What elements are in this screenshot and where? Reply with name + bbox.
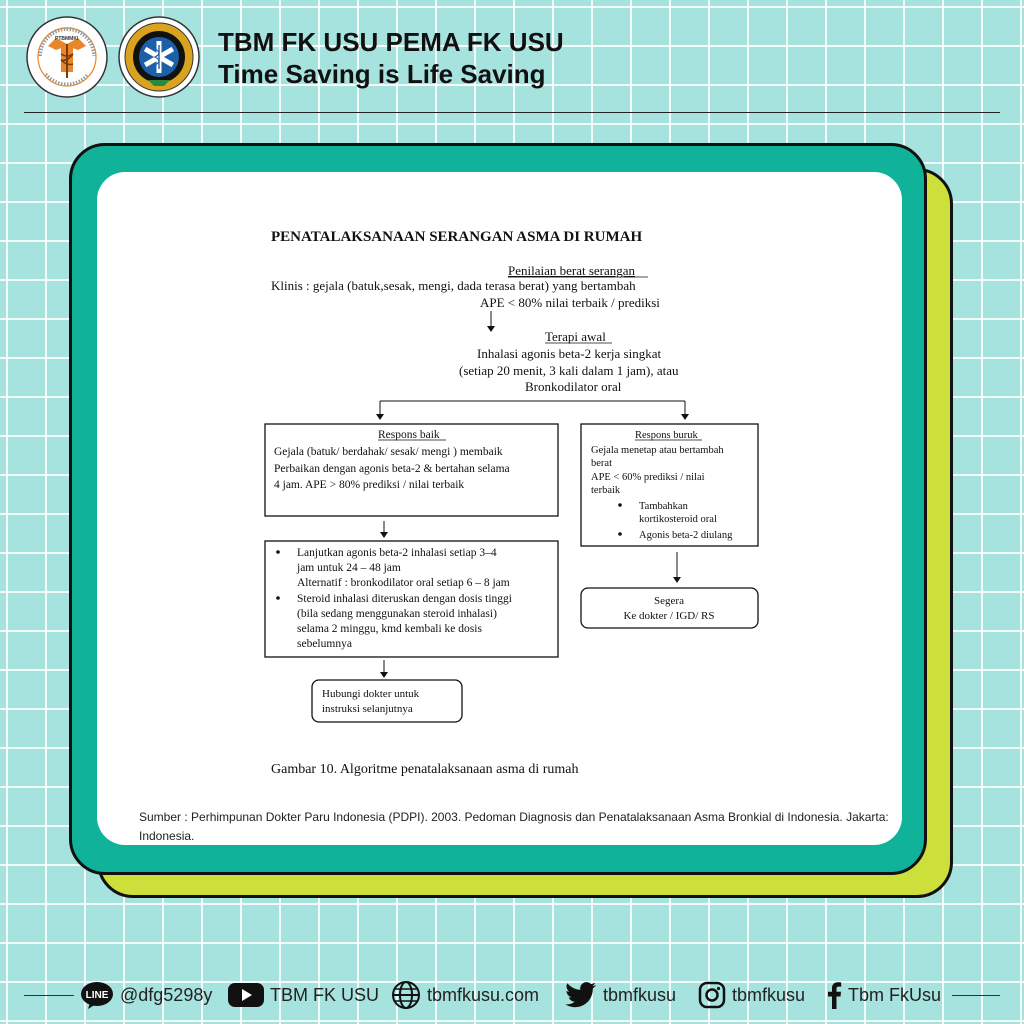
continuation-b2-line3: selama 2 minggu, kmd kembali ke dosis — [297, 623, 482, 635]
good-response-line3: 4 jam. APE > 80% prediksi / nilai terbai… — [274, 479, 464, 491]
contact-doctor-box — [311, 679, 463, 723]
diagram-card: PENATALAKSANAAN SERANGAN ASMA DI RUMAH P… — [97, 172, 902, 845]
globe-icon — [392, 981, 420, 1009]
assessment-line1: Klinis : gejala (batuk,sesak, mengi, dad… — [271, 278, 636, 293]
diagram-caption: Gambar 10. Algoritme penatalaksanaan asm… — [271, 762, 579, 777]
footer-youtube[interactable]: TBM FK USU — [228, 980, 379, 1010]
asthma-algorithm-diagram: PENATALAKSANAAN SERANGAN ASMA DI RUMAH P… — [264, 229, 759, 777]
instagram-icon — [698, 981, 726, 1009]
continuation-b2-line2: (bila sedang menggunakan steroid inhalas… — [297, 608, 497, 620]
continuation-b2-line4: sebelumnya — [297, 638, 352, 650]
footer-line-left — [24, 995, 74, 996]
header-title-line2: Time Saving is Life Saving — [218, 59, 546, 89]
good-response-box — [264, 423, 559, 517]
poor-response-line4: terbaik — [591, 485, 621, 496]
poor-response-bullet1-line2: kortikosteroid oral — [639, 514, 717, 525]
line-app-icon: LINE — [81, 982, 113, 1009]
header-divider — [24, 112, 1000, 113]
youtube-channel: TBM FK USU — [270, 984, 380, 1005]
contact-doctor-line2: instruksi selanjutnya — [322, 703, 413, 715]
svg-text:LINE: LINE — [86, 990, 109, 1001]
poor-response-line2: berat — [591, 458, 612, 469]
urgent-box — [580, 587, 759, 629]
poor-response-line3: APE < 60% prediksi / nilai — [591, 472, 705, 483]
continuation-box — [264, 540, 559, 658]
therapy-line3: Bronkodilator oral — [525, 379, 622, 394]
twitter-handle: tbmfkusu — [603, 984, 677, 1005]
header-title-line1: TBM FK USU PEMA FK USU — [218, 27, 564, 57]
footer-website[interactable]: tbmfkusu.com — [391, 980, 539, 1010]
therapy-heading: Terapi awal — [545, 329, 606, 344]
footer-line-right — [952, 995, 1000, 996]
header-title: TBM FK USU PEMA FK USU Time Saving is Li… — [218, 26, 564, 90]
youtube-icon — [228, 983, 264, 1007]
instagram-handle: tbmfkusu — [732, 984, 806, 1005]
continuation-b2-line1: Steroid inhalasi diteruskan dengan dosis… — [297, 593, 512, 605]
footer-line-contact[interactable]: LINE @dfg5298y — [80, 980, 212, 1010]
good-response-line2: Perbaikan dengan agonis beta-2 & bertaha… — [274, 463, 510, 475]
website-url: tbmfkusu.com — [427, 984, 540, 1005]
continuation-b1-line2: jam untuk 24 – 48 jam — [296, 562, 401, 574]
contact-doctor-line1: Hubungi dokter untuk — [322, 688, 420, 700]
therapy-line2: (setiap 20 menit, 3 kali dalam 1 jam), a… — [459, 363, 679, 378]
urgent-line2: Ke dokter / IGD/ RS — [623, 610, 714, 622]
bullet-icon — [618, 532, 622, 536]
twitter-icon — [565, 982, 596, 1008]
urgent-line1: Segera — [654, 595, 684, 607]
poor-response-bullet2: Agonis beta-2 diulang — [639, 530, 733, 541]
therapy-line1: Inhalasi agonis beta-2 kerja singkat — [477, 346, 661, 361]
assessment-line2: APE < 80% nilai terbaik / prediksi — [480, 295, 660, 310]
line-id: @dfg5298y — [120, 984, 213, 1005]
continuation-b1-line1: Lanjutkan agonis beta-2 inhalasi setiap … — [297, 547, 497, 559]
assessment-heading: Penilaian berat serangan — [508, 263, 636, 278]
facebook-icon — [828, 982, 842, 1009]
poor-response-line1: Gejala menetap atau bertambah — [591, 445, 724, 456]
bullet-icon — [276, 596, 280, 600]
poor-response-bullet1-line1: Tambahkan — [639, 501, 689, 512]
tbm-fk-usu-logo — [118, 16, 200, 98]
good-response-heading: Respons baik — [378, 429, 440, 441]
bullet-icon — [618, 503, 622, 507]
good-response-line1: Gejala (batuk/ berdahak/ sesak/ mengi ) … — [274, 446, 503, 458]
diagram-title: PENATALAKSANAAN SERANGAN ASMA DI RUMAH — [271, 229, 642, 245]
bullet-icon — [276, 550, 280, 554]
facebook-page: Tbm FkUsu — [848, 984, 942, 1005]
poor-response-box — [580, 423, 759, 547]
footer-instagram[interactable]: tbmfkusu — [698, 980, 805, 1010]
poor-response-heading: Respons buruk — [635, 430, 698, 441]
continuation-b1-line3: Alternatif : bronkodilator oral setiap 6… — [297, 577, 510, 589]
footer-twitter[interactable]: tbmfkusu — [565, 980, 676, 1010]
source-citation: Sumber : Perhimpunan Dokter Paru Indones… — [139, 810, 889, 843]
footer-facebook[interactable]: Tbm FkUsu — [826, 980, 941, 1010]
ptbmmki-logo: PTBMMKI — [26, 16, 108, 98]
